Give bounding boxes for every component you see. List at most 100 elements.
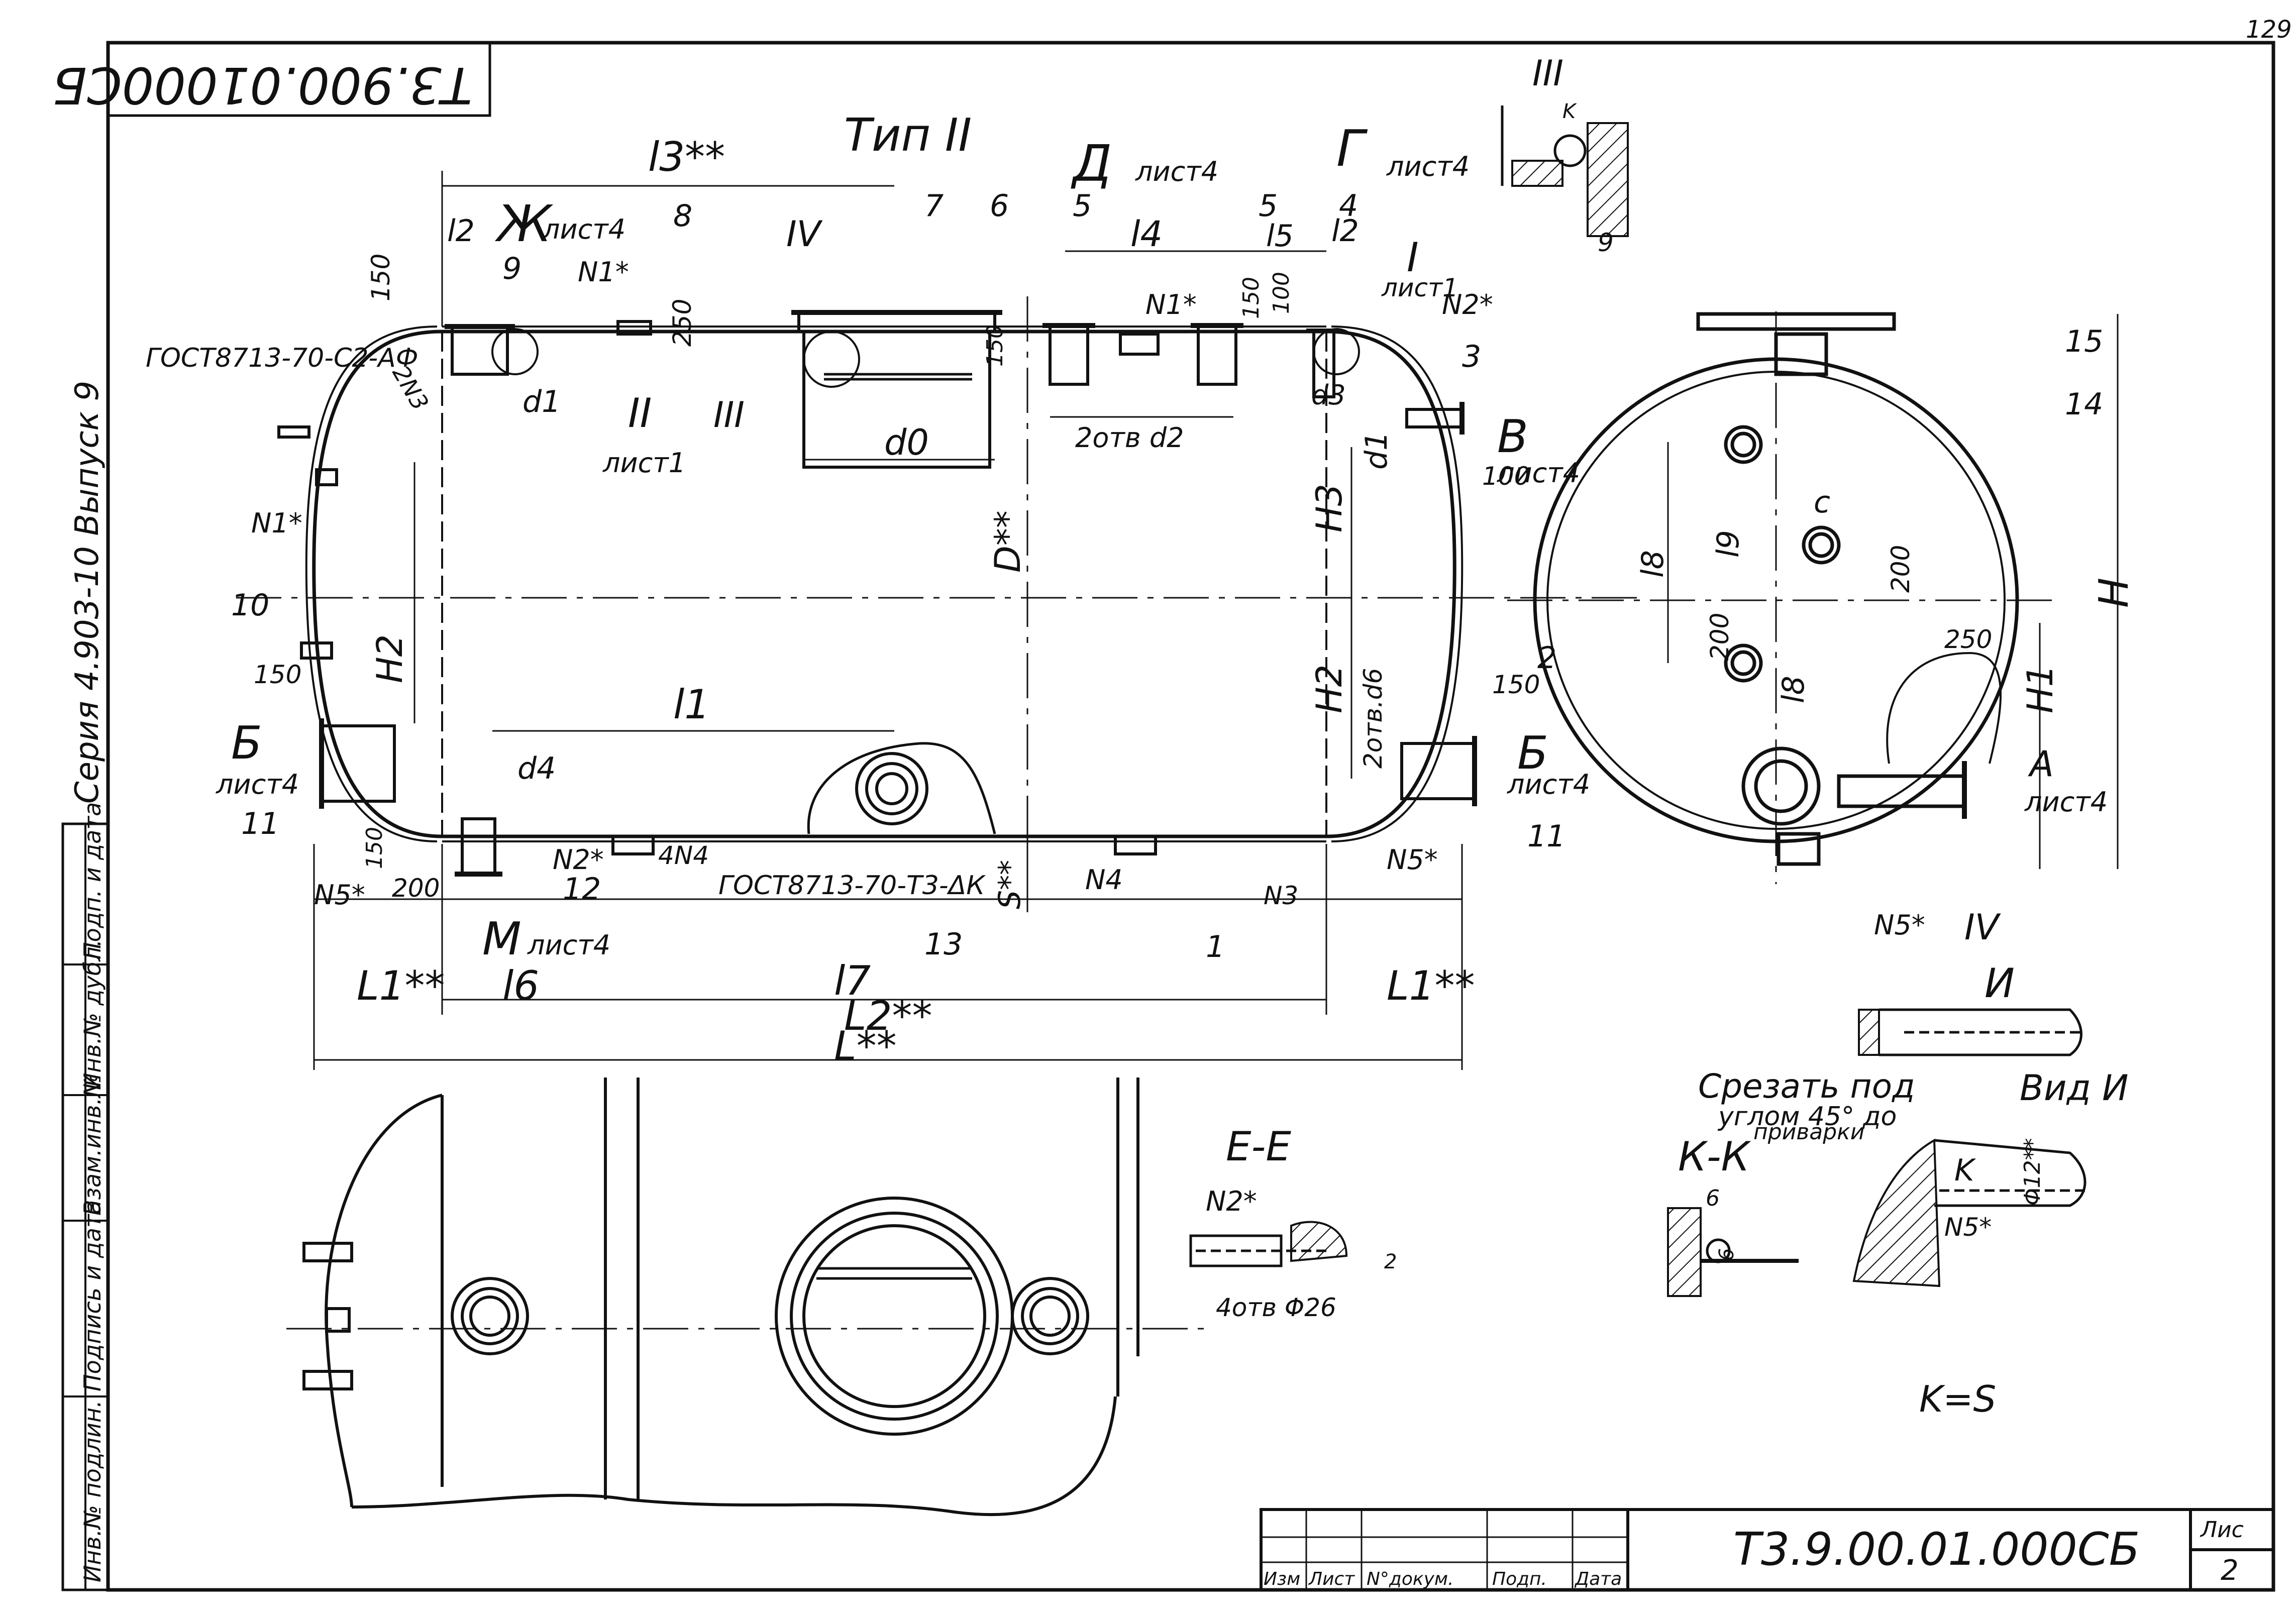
dim-12: Φ12** <box>2020 1138 2045 1206</box>
dim-150-left: 150 <box>254 660 301 689</box>
dim-k: K <box>1954 1153 1976 1188</box>
dim-l2-right: l2 <box>1331 213 1359 249</box>
dim-150-nozzle: 150 <box>982 325 1008 367</box>
dim-100-top: 100 <box>1269 272 1294 314</box>
dim-6-a: 6 <box>1706 1186 1720 1211</box>
page-number: 129 <box>2246 16 2292 44</box>
gost-top: ГОСТ8713-70-С2-АФ <box>146 343 419 373</box>
dim-200-end-b: 200 <box>1886 545 1915 593</box>
stamp-inv: Инв.№ подлин. <box>79 1400 106 1582</box>
pos-4: 4 <box>1339 188 1358 224</box>
tb-date: Дата <box>1574 1569 1622 1589</box>
dim-d1-top: d1 <box>523 384 561 419</box>
nozzle-N1-top-left: N1* <box>578 256 629 288</box>
pos-7: 7 <box>924 188 944 224</box>
pos-13: 13 <box>924 927 963 962</box>
holes-4: 4отв Φ26 <box>1216 1293 1336 1322</box>
callout-V: В <box>1497 410 1528 463</box>
dim-H2-left: H2 <box>369 634 410 683</box>
nozzle-N5-left: N5* <box>314 879 365 911</box>
dim-150-right: 150 <box>1492 670 1540 699</box>
dim-9: 9 <box>1598 228 1614 257</box>
holes-2d6: 2отв.d6 <box>1359 668 1388 769</box>
stamp-zam: Взам.инв.№ <box>79 1073 106 1216</box>
dim-6-b: 6 <box>1715 1248 1738 1261</box>
view-IV-top: IV <box>786 213 823 255</box>
pos-2: 2 <box>1537 640 1556 676</box>
dim-H: H <box>2091 578 2137 608</box>
nozzle-N4: N4 <box>1085 864 1123 896</box>
callout-M-sheet: лист4 <box>527 929 610 961</box>
dim-S: S** <box>992 860 1027 909</box>
top-nozzles <box>445 310 1465 469</box>
dim-l9: l9 <box>1711 530 1746 558</box>
stamp-dubl: Инв.№ дубл. <box>79 939 106 1090</box>
title-type: Тип II <box>844 109 972 162</box>
callout-ZH-sheet: лист4 <box>542 213 625 245</box>
pos-8: 8 <box>673 198 692 234</box>
callout-A-sheet: лист4 <box>2024 786 2108 818</box>
sheet-ref-I: лист1 <box>1381 273 1458 302</box>
tb-doc: N°докум. <box>1367 1569 1454 1589</box>
dim-d4: d4 <box>517 751 556 786</box>
section-EE: Е-Е <box>1226 1123 1291 1170</box>
dim-150-n5: 150 <box>1238 277 1264 319</box>
view-IV-detail: IV <box>1964 907 2001 948</box>
tb-code: Т3.9.00.01.000СБ <box>1733 1523 2140 1576</box>
side-bottom-nozzles <box>277 425 1477 877</box>
holes-2d2: 2отв d2 <box>1075 422 1184 454</box>
dimension-lines <box>313 171 1463 1070</box>
pos-11-left: 11 <box>241 806 279 841</box>
section-KK: К-К <box>1678 1133 1751 1180</box>
tb-sheet-no: 2 <box>2221 1554 2239 1587</box>
callout-B-right-sheet: лист4 <box>1507 769 1590 800</box>
pos-3: 3 <box>1462 339 1481 374</box>
vessel-end-view <box>1507 311 2119 884</box>
callout-D: Д <box>1071 134 1112 193</box>
dim-l1-mid: l1 <box>673 681 710 728</box>
detail-III <box>1501 105 1629 237</box>
dim-d0: d0 <box>884 422 929 463</box>
nozzle-N1-top-mid: N1* <box>1145 289 1197 320</box>
nozzle-N2-top: N2* <box>1442 289 1493 320</box>
view-II: II <box>628 390 652 437</box>
dim-d3: d3 <box>1311 379 1346 411</box>
dim-l4: l4 <box>1130 213 1163 255</box>
dim-200-end-a: 200 <box>1705 613 1734 661</box>
dim-H2-right: H2 <box>1309 665 1350 713</box>
dim-H3: H3 <box>1309 484 1350 532</box>
detail-KK-view-I <box>1667 1138 2086 1297</box>
view-I: I <box>1407 234 1419 281</box>
nozzle-N3: N3 <box>1264 881 1298 910</box>
cut-note-2: углом 45° до <box>1717 1102 1897 1132</box>
dim-2-weld: 2 <box>1384 1250 1397 1273</box>
callout-D-sheet: лист4 <box>1135 156 1218 187</box>
nozzle-N2-bottom: N2* <box>553 844 604 876</box>
pos-9: 9 <box>502 251 521 286</box>
cut-note-1: Срезать под <box>1698 1067 1915 1106</box>
dim-c: c <box>1814 485 1830 520</box>
doc-code-rotated: Т3.900.01000СБ <box>52 56 472 115</box>
dim-d1-right: d1 <box>1359 432 1394 470</box>
pos-14: 14 <box>2065 387 2103 422</box>
callout-I-view: И <box>1985 960 2015 1007</box>
dim-200-bottom: 200 <box>392 874 440 903</box>
dim-l2-left: l2 <box>447 213 475 249</box>
nozzle-4N4: 4N4 <box>658 841 709 870</box>
pos-6: 6 <box>990 188 1009 224</box>
dim-L: L** <box>834 1023 897 1069</box>
detail-EE <box>1189 1221 1348 1267</box>
dim-l3: l3** <box>648 134 725 180</box>
dim-100-right: 100 <box>1482 462 1530 491</box>
dim-l8-top: l8 <box>1635 550 1671 578</box>
vessel-side-view <box>236 296 1638 914</box>
series-vertical: Серия 4.903-10 Выпуск 9 <box>69 381 106 804</box>
tb-sheet-label: Лис <box>2200 1517 2244 1543</box>
plan-view <box>286 1078 1206 1517</box>
stamp-date: Подп. и дата <box>79 802 106 959</box>
callout-B-right: Б <box>1517 727 1548 780</box>
pos-11-right: 11 <box>1527 819 1566 854</box>
gost-bottom: ГОСТ8713-70-Т3-ΔК <box>718 871 986 901</box>
cut-note-3: приварки <box>1753 1119 1864 1145</box>
